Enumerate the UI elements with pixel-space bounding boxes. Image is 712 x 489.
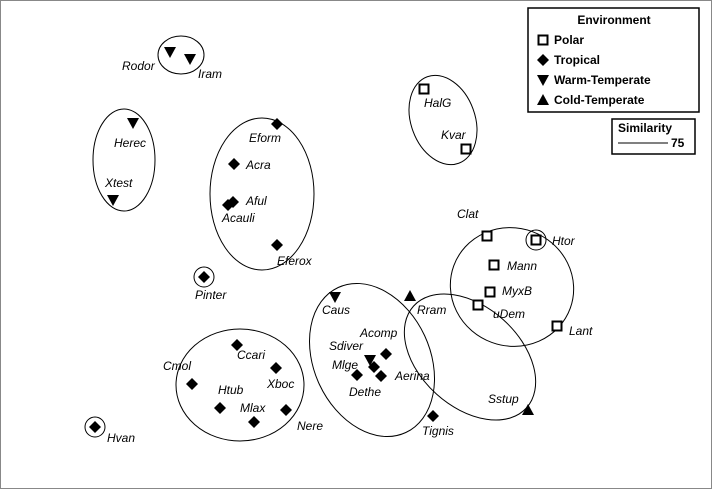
data-point-htor xyxy=(530,234,542,246)
similarity-group-ellipse xyxy=(309,282,435,438)
point-label-tignis: Tignis xyxy=(422,424,454,438)
data-point-tignis xyxy=(427,410,439,422)
legend-marker-tropical xyxy=(537,54,549,66)
point-label-hvan: Hvan xyxy=(107,431,135,445)
data-point-kvar xyxy=(460,143,472,155)
point-label-sstup: Sstup xyxy=(488,392,519,406)
similarity-group-ellipse xyxy=(449,227,575,347)
similarity-group-ellipse xyxy=(408,74,478,166)
data-point-sdiver xyxy=(364,355,376,366)
similarity-value: 75 xyxy=(671,136,685,150)
point-label-clat: Clat xyxy=(457,207,479,221)
point-label-cmol: Cmol xyxy=(163,359,191,373)
point-label-ccari: Ccari xyxy=(237,348,265,362)
legend-marker-polar xyxy=(537,34,549,46)
data-point-aerina xyxy=(375,370,387,382)
data-point-iram xyxy=(184,54,196,65)
data-point-eform xyxy=(271,118,283,130)
data-point-myxb xyxy=(484,286,496,298)
point-label-dethe: Dethe xyxy=(349,385,381,399)
point-label-mann: Mann xyxy=(507,259,537,273)
point-label-eferox: Eferox xyxy=(277,254,313,268)
data-point-rodor xyxy=(164,47,176,58)
point-label-aerina: Aerina xyxy=(394,369,430,383)
data-point-acra xyxy=(228,158,240,170)
legend-label-polar: Polar xyxy=(554,33,584,47)
point-label-mlax: Mlax xyxy=(240,401,266,415)
data-point-xboc xyxy=(270,362,282,374)
data-point-udem xyxy=(472,299,484,311)
point-label-acomp: Acomp xyxy=(359,326,398,340)
similarity-groups xyxy=(84,35,575,442)
data-point-sstup xyxy=(522,404,534,415)
point-label-nere: Nere xyxy=(297,419,323,433)
point-label-lant: Lant xyxy=(569,324,593,338)
data-point-caus xyxy=(329,292,341,303)
legend-marker-cold-temperate xyxy=(537,94,549,105)
point-label-rram: Rram xyxy=(417,303,446,317)
data-point-eferox xyxy=(271,239,283,251)
point-label-mlge: Mlge xyxy=(332,358,358,372)
similarity-box xyxy=(611,118,696,155)
point-label-aful: Aful xyxy=(245,194,267,208)
data-point-htub xyxy=(214,402,226,414)
point-label-acra: Acra xyxy=(245,158,271,172)
similarity-group-ellipse xyxy=(193,266,215,288)
point-label-xtest: Xtest xyxy=(104,176,133,190)
data-point-mlax xyxy=(248,416,260,428)
data-point-acauli xyxy=(222,199,234,211)
data-point-halg xyxy=(418,83,430,95)
data-point-xtest xyxy=(107,195,119,206)
point-label-udem: uDem xyxy=(493,307,525,321)
similarity-group-ellipse xyxy=(525,229,547,251)
point-label-acauli: Acauli xyxy=(221,211,255,225)
legend-label-tropical: Tropical xyxy=(554,53,600,67)
point-label-xboc: Xboc xyxy=(266,377,294,391)
point-label-herec: Herec xyxy=(114,136,146,150)
point-label-rodor: Rodor xyxy=(122,59,156,73)
point-label-pinter: Pinter xyxy=(195,288,227,302)
data-point-acomp xyxy=(380,348,392,360)
data-point-nere xyxy=(280,404,292,416)
point-label-kvar: Kvar xyxy=(441,128,467,142)
point-label-htub: Htub xyxy=(218,383,244,397)
point-label-eform: Eform xyxy=(249,131,281,145)
data-point-mlge xyxy=(368,361,380,373)
data-point-cmol xyxy=(186,378,198,390)
data-point-dethe xyxy=(351,369,363,381)
similarity-legend: Similarity 75 xyxy=(611,118,696,155)
data-point-mann xyxy=(488,259,500,271)
legend-label-cold-temperate: Cold-Temperate xyxy=(554,93,645,107)
similarity-group-ellipse xyxy=(175,328,305,442)
legend-marker-warm-temperate xyxy=(537,75,549,86)
point-label-sdiver: Sdiver xyxy=(329,339,364,353)
legend-title: Environment xyxy=(577,13,650,27)
data-point-clat xyxy=(481,230,493,242)
data-point-lant xyxy=(551,320,563,332)
point-label-caus: Caus xyxy=(322,303,350,317)
point-label-htor: Htor xyxy=(552,234,576,248)
data-point-ccari xyxy=(231,339,243,351)
data-point-hvan xyxy=(89,421,101,433)
similarity-group-ellipse xyxy=(157,35,205,75)
legend-entries: PolarTropicalWarm-TemperateCold-Temperat… xyxy=(537,33,651,107)
data-point-rram xyxy=(404,290,416,301)
similarity-title: Similarity xyxy=(618,121,672,135)
legend-box xyxy=(527,7,700,113)
point-label-myxb: MyxB xyxy=(502,284,532,298)
data-points xyxy=(89,47,563,433)
similarity-group-ellipse xyxy=(92,108,156,212)
point-label-halg: HalG xyxy=(424,96,451,110)
data-point-herec xyxy=(127,118,139,129)
point-label-iram: Iram xyxy=(198,67,222,81)
legend: Environment PolarTropicalWarm-TemperateC… xyxy=(527,7,700,113)
legend-label-warm-temperate: Warm-Temperate xyxy=(554,73,651,87)
similarity-group-ellipse xyxy=(209,117,315,271)
data-point-pinter xyxy=(198,271,210,283)
similarity-group-ellipse xyxy=(84,416,106,438)
